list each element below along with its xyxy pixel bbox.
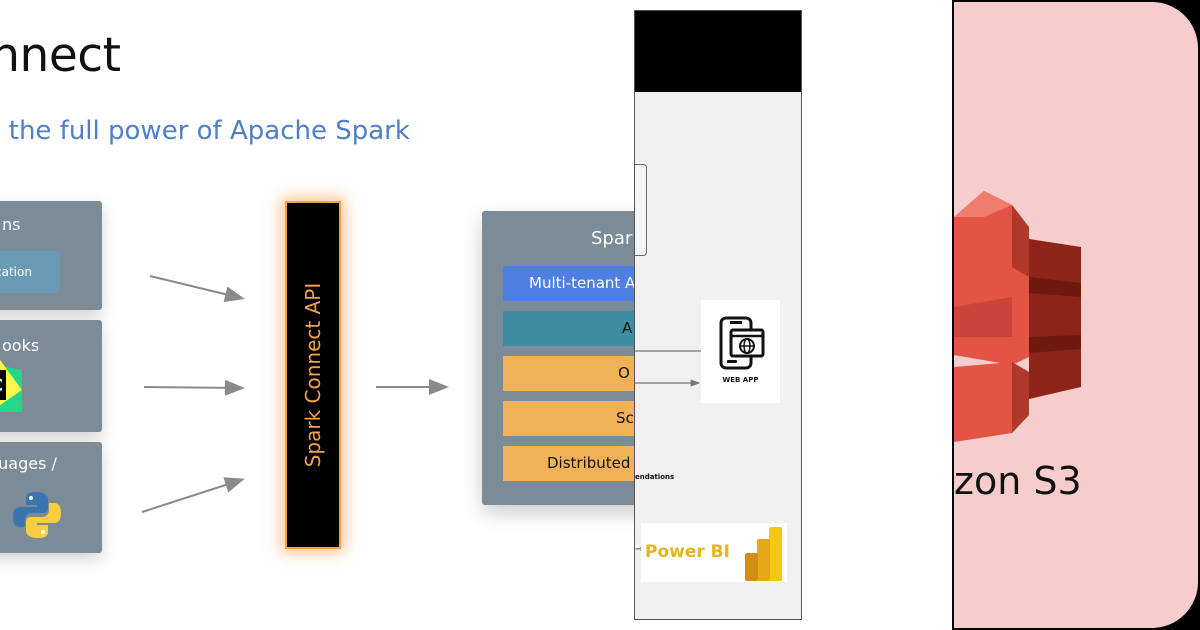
slide-title: onnect xyxy=(0,28,121,83)
amazon-s3-logo-icon xyxy=(954,187,1084,447)
amazon-s3-card: zon S3 xyxy=(952,0,1200,630)
arrow-notebooks-to-api xyxy=(143,379,245,396)
svg-text:PC: PC xyxy=(0,376,3,396)
server-row-a: A xyxy=(503,311,634,346)
client-box-label: ns xyxy=(2,215,21,234)
architecture-header-bar xyxy=(635,11,801,92)
server-title: Spar xyxy=(591,228,633,249)
architecture-frame-edge xyxy=(635,164,647,256)
application-pill-label: cation xyxy=(0,265,32,279)
power-bi-label: Power BI xyxy=(645,542,730,562)
arrow-apps-to-api xyxy=(149,275,245,303)
web-app-label: WEB APP xyxy=(722,376,759,384)
server-row-multi-tenant: Multi-tenant A xyxy=(503,266,634,301)
python-icon xyxy=(12,490,62,540)
spark-server-box: Spar Multi-tenant A A O Sc Distributed xyxy=(482,211,634,505)
server-row-distributed: Distributed xyxy=(503,446,634,481)
server-row-label: Distributed xyxy=(547,454,631,472)
application-pill: cation xyxy=(0,251,60,293)
flow-arrows xyxy=(141,275,449,513)
arrow-languages-to-api xyxy=(141,477,245,513)
client-box-applications: ns cation xyxy=(0,201,102,310)
jetbrains-pycharm-icon: PC xyxy=(0,360,22,412)
powerbi-arrow: → xyxy=(635,544,644,555)
client-box-label: guages / xyxy=(0,454,57,473)
recommendations-text: endations xyxy=(635,473,675,481)
api-label: Spark Connect API xyxy=(301,282,325,468)
client-box-languages: guages / xyxy=(0,442,102,553)
spark-connect-slide: onnect n the full power of Apache Spark … xyxy=(0,28,634,553)
spark-connect-api-bar: Spark Connect API xyxy=(285,201,341,549)
client-box-notebooks: ooks PC xyxy=(0,320,102,432)
client-box-label: ooks xyxy=(2,336,40,355)
server-row-label: O xyxy=(618,364,630,382)
amazon-s3-label: zon S3 xyxy=(954,459,1082,503)
amazon-s3-panel: zon S3 xyxy=(952,0,1200,630)
server-row-sc: Sc xyxy=(503,401,634,436)
server-row-label: Multi-tenant A xyxy=(529,274,634,292)
power-bi-icon xyxy=(743,527,783,581)
slide-subtitle: n the full power of Apache Spark xyxy=(0,116,410,146)
web-app-card: WEB APP xyxy=(701,300,780,403)
server-row-label: A xyxy=(622,319,633,337)
server-row-o: O xyxy=(503,356,634,391)
architecture-connectors xyxy=(635,350,701,387)
power-bi-card: Power BI xyxy=(641,523,787,582)
web-app-icon xyxy=(719,316,765,372)
server-row-label: Sc xyxy=(616,409,634,427)
architecture-diagram-panel: WEB APP endations → Power BI xyxy=(634,10,802,620)
